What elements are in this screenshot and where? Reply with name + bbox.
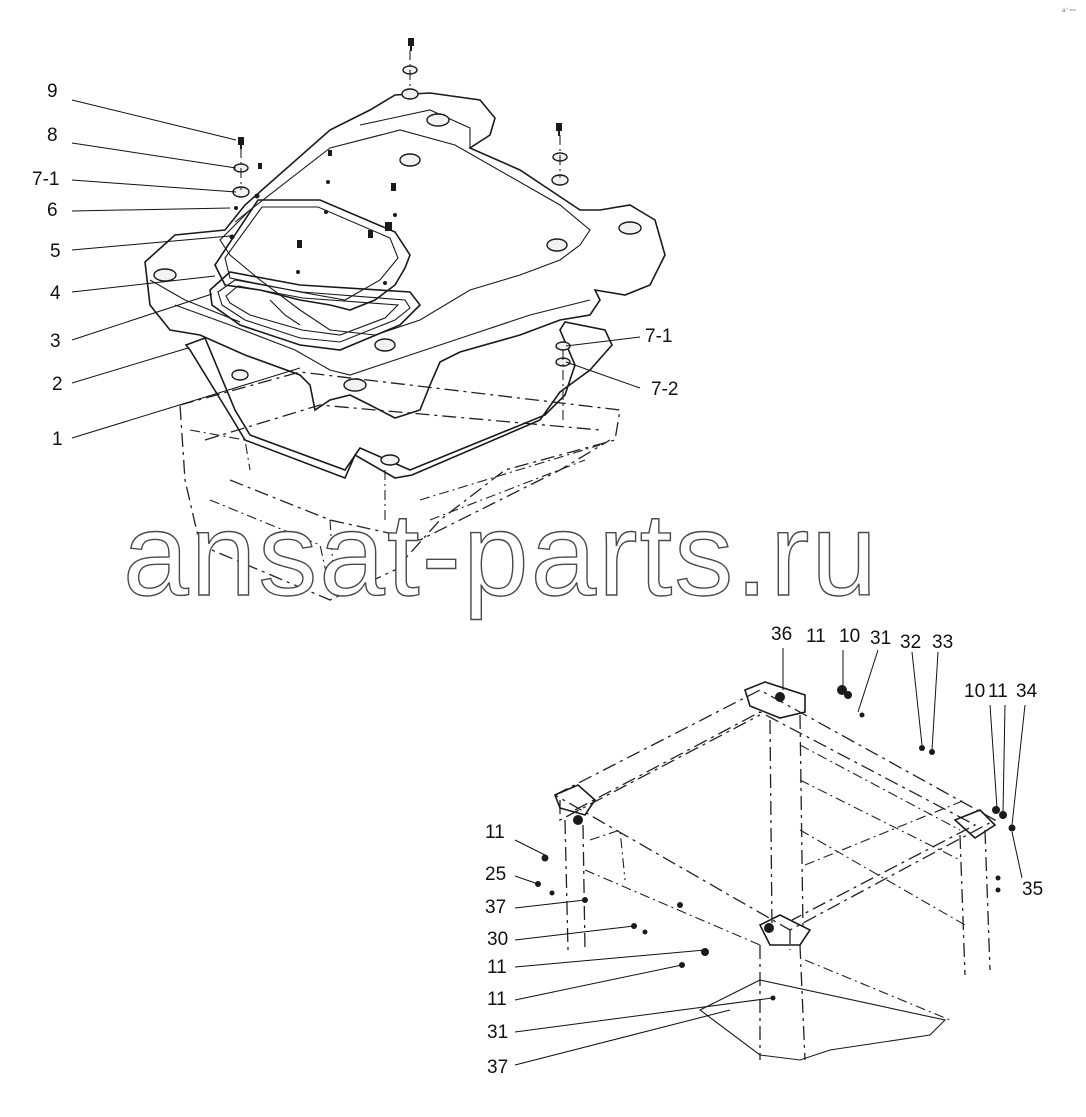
callout-11-top: 11 (806, 626, 826, 647)
access-lid (209, 199, 422, 351)
corner-mark: a° ≈≈ (1062, 8, 1077, 14)
callout-37-upper: 37 (485, 897, 506, 918)
lower-leader-lines (514, 648, 1026, 1066)
callout-37-bottom: 37 (487, 1057, 508, 1078)
upper-leader-lines (71, 99, 641, 439)
callout-4: 4 (50, 283, 61, 304)
callout-31-top: 31 (870, 628, 891, 649)
callout-36: 36 (771, 624, 792, 645)
callout-10-top: 10 (839, 626, 860, 647)
callout-11-right: 11 (988, 681, 1008, 702)
callout-30: 30 (487, 929, 508, 950)
callout-11-left-1: 11 (485, 822, 505, 843)
callout-32: 32 (900, 632, 921, 653)
callout-7-2: 7-2 (651, 379, 678, 400)
callout-25: 25 (485, 864, 506, 885)
callout-6: 6 (47, 200, 58, 221)
fasteners-upper (229, 38, 571, 520)
lower-assembly: 36 11 10 31 32 33 10 11 34 35 11 25 37 3… (485, 624, 1043, 1078)
upper-callouts: 9 8 7-1 6 5 4 3 2 1 7-1 7-2 (32, 81, 678, 450)
callout-2: 2 (52, 374, 63, 395)
callout-31-bottom: 31 (487, 1022, 508, 1043)
callout-7-1-right: 7-1 (645, 326, 672, 347)
callout-8: 8 (47, 125, 58, 146)
callout-35: 35 (1022, 879, 1043, 900)
callout-7-1: 7-1 (32, 169, 59, 190)
upper-assembly: 9 8 7-1 6 5 4 3 2 1 7-1 7-2 (32, 38, 678, 601)
gasket-outline (184, 321, 613, 480)
callout-11-left-2: 11 (487, 957, 507, 978)
callout-3: 3 (50, 331, 61, 352)
callout-33: 33 (932, 632, 953, 653)
callout-10-right: 10 (964, 681, 985, 702)
support-frame (553, 681, 997, 1061)
callout-5: 5 (50, 241, 61, 262)
callout-11-left-3: 11 (487, 989, 507, 1010)
callout-9: 9 (47, 81, 58, 102)
lower-callouts: 36 11 10 31 32 33 10 11 34 35 11 25 37 3… (485, 624, 1043, 1078)
callout-34: 34 (1016, 681, 1038, 702)
callout-1: 1 (52, 429, 63, 450)
fasteners-lower (535, 685, 1016, 1001)
watermark: ansat-parts.ru (123, 489, 879, 621)
